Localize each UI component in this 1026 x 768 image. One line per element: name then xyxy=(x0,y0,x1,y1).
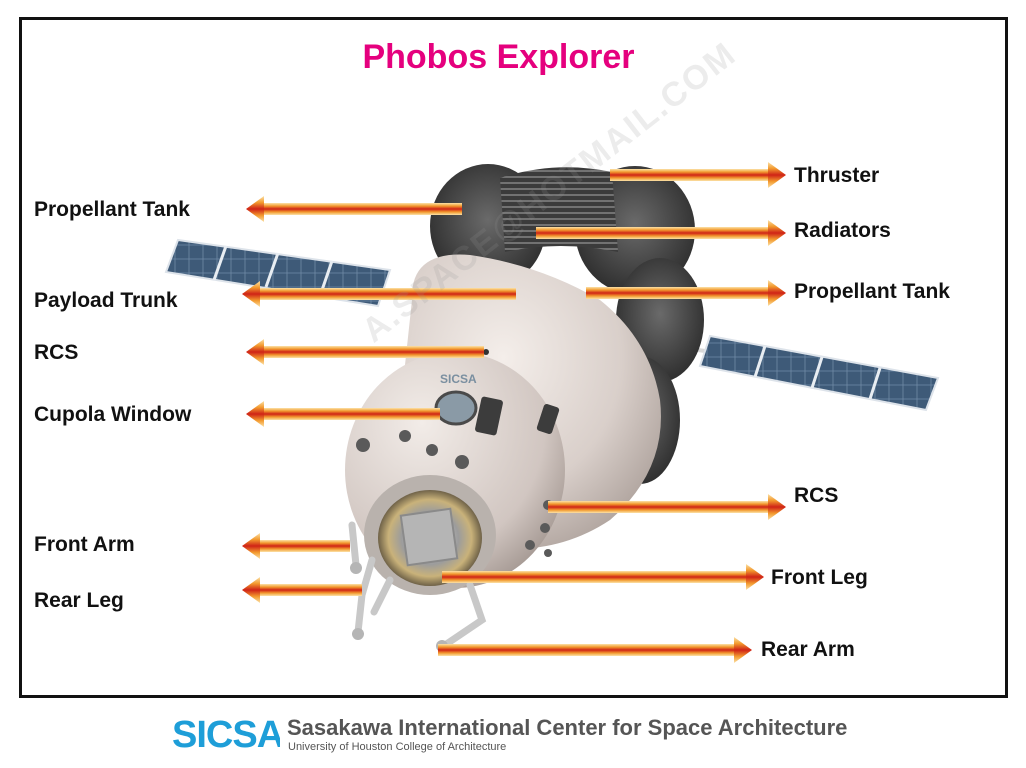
label-thruster: Thruster xyxy=(794,164,880,187)
arrow-thruster xyxy=(610,162,786,188)
label-rear-leg: Rear Leg xyxy=(34,589,124,612)
arrow-propellant-tank-left xyxy=(246,196,462,222)
label-propellant-tank-right: Propellant Tank xyxy=(794,280,950,303)
label-rcs-left: RCS xyxy=(34,341,79,364)
arrow-radiators xyxy=(536,220,786,246)
arrow-rear-arm xyxy=(438,637,752,663)
arrow-rcs-right xyxy=(548,494,786,520)
label-payload-trunk: Payload Trunk xyxy=(34,289,178,312)
footer-subtitle: University of Houston College of Archite… xyxy=(288,741,507,753)
arrow-rcs-left xyxy=(246,339,484,365)
label-propellant-tank-left: Propellant Tank xyxy=(34,198,190,221)
label-front-arm: Front Arm xyxy=(34,533,135,556)
sicsa-logo: SICSA xyxy=(172,714,280,753)
arrow-front-arm xyxy=(242,533,350,559)
label-rcs-right: RCS xyxy=(794,484,839,507)
arrow-rear-leg xyxy=(242,577,362,603)
arrow-payload-trunk xyxy=(242,281,516,307)
arrow-propellant-tank-right xyxy=(586,280,786,306)
label-radiators: Radiators xyxy=(794,219,891,242)
footer-title: Sasakawa International Center for Space … xyxy=(287,715,848,740)
arrow-cupola-window xyxy=(246,401,440,427)
sicsa-logo-text: SICSA xyxy=(172,714,280,753)
solar-panel-right xyxy=(669,334,940,412)
diagram-title: Phobos Explorer xyxy=(362,38,635,76)
label-cupola-window: Cupola Window xyxy=(34,403,192,426)
label-front-leg: Front Leg xyxy=(771,566,868,589)
spacecraft-badge: SICSA xyxy=(440,372,477,386)
arrow-front-leg xyxy=(442,564,764,590)
cupola-window-shape xyxy=(434,390,478,426)
rcs-left-shape xyxy=(483,349,489,355)
label-rear-arm: Rear Arm xyxy=(761,638,855,661)
